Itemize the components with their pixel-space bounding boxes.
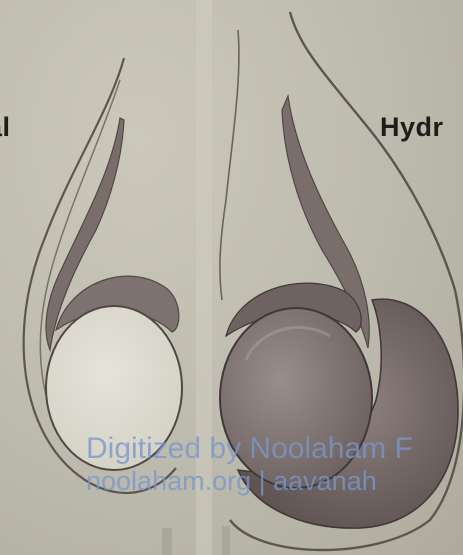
normal-label: al xyxy=(0,112,11,143)
watermark-line-2: noolaham.org | aavanah xyxy=(86,466,377,497)
bottom-lead-left xyxy=(162,528,172,555)
watermark-line-1: Digitized by Noolaham F xyxy=(86,432,413,466)
bottom-lead-right xyxy=(222,526,230,555)
right-cord-outer xyxy=(220,30,239,300)
hydrocele-label: Hydr xyxy=(380,112,444,143)
